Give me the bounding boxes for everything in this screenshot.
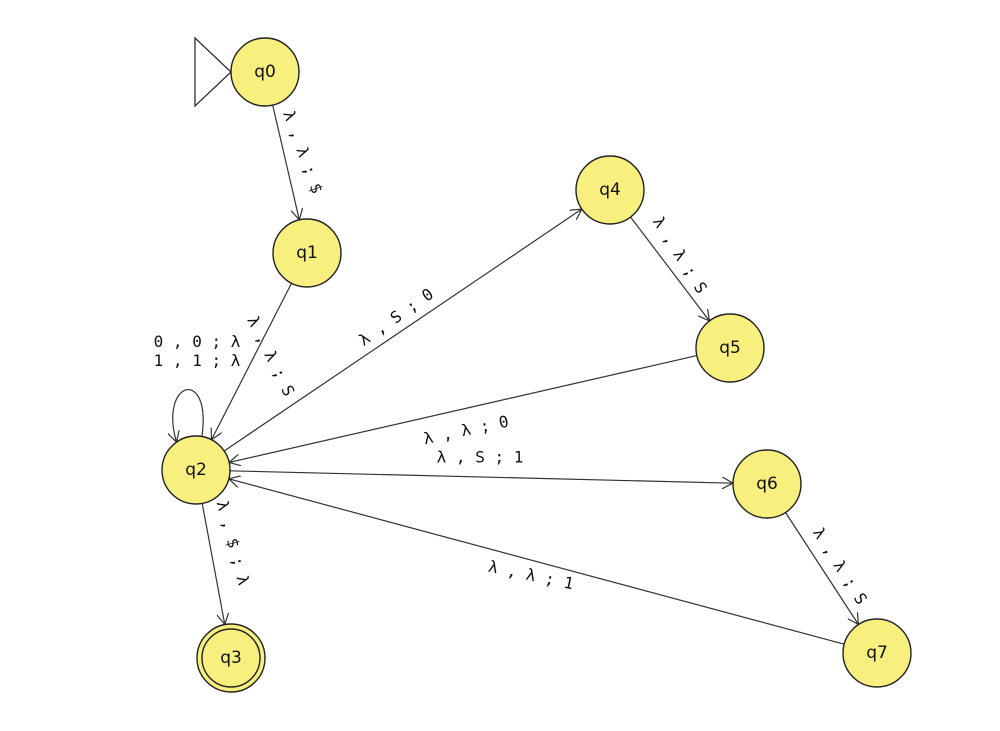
transition-edge <box>173 389 204 443</box>
transition-label-line: λ , S ; 1 <box>437 448 524 467</box>
transition-label: λ , λ ; $ <box>279 108 327 196</box>
transition-edge <box>272 104 300 220</box>
state-q1[interactable]: q1 <box>272 218 342 288</box>
state-q7[interactable]: q7 <box>842 618 912 688</box>
state-label: q7 <box>866 643 888 663</box>
state-q0[interactable]: q0 <box>230 37 300 107</box>
start-marker-layer <box>194 36 232 108</box>
state-circle <box>161 435 231 505</box>
transition-label-line: λ , λ ; 1 <box>487 557 576 594</box>
state-circle <box>842 618 912 688</box>
transition-label: λ , $ ; λ <box>213 499 254 588</box>
state-q2[interactable]: q2 <box>161 435 231 505</box>
transition-label-line: λ , $ ; λ <box>213 499 254 588</box>
state-circle <box>230 37 300 107</box>
state-label: q4 <box>599 180 621 200</box>
state-circle <box>575 155 645 225</box>
state-label: q1 <box>296 243 318 263</box>
state-q5[interactable]: q5 <box>695 313 765 383</box>
transition-labels-layer: λ , λ ; $λ , λ ; S0 , 0 ; λ1 , 1 ; λλ , … <box>154 108 871 608</box>
transition-edge <box>229 354 697 463</box>
transition-edge <box>229 479 845 645</box>
states-layer: q0 q1 q2 q3 q4 q5 q6 q7 <box>161 37 912 693</box>
state-circle <box>272 218 342 288</box>
state-circle <box>732 449 802 519</box>
transitions-layer <box>173 104 859 645</box>
transition-label-line: λ , λ ; S <box>649 213 711 297</box>
transition-label-line: λ , S ; 0 <box>355 284 437 349</box>
transition-label-line: 1 , 1 ; λ <box>154 351 241 370</box>
transition-label-line: λ , λ ; 0 <box>422 412 511 449</box>
state-label: q5 <box>719 338 741 358</box>
state-q4[interactable]: q4 <box>575 155 645 225</box>
transition-label: 0 , 0 ; λ1 , 1 ; λ <box>154 332 241 370</box>
state-circle <box>695 313 765 383</box>
start-state-marker-icon <box>194 36 232 108</box>
state-q6[interactable]: q6 <box>732 449 802 519</box>
state-label: q3 <box>220 648 242 668</box>
transition-label-line: 0 , 0 ; λ <box>154 332 241 351</box>
state-q3[interactable]: q3 <box>196 623 266 693</box>
transition-edge <box>223 209 582 452</box>
transition-edge <box>630 216 710 321</box>
transition-label: λ , λ ; S <box>243 313 298 399</box>
transition-label: λ , S ; 1 <box>437 448 524 467</box>
transition-label: λ , S ; 0 <box>355 284 437 349</box>
state-label: q6 <box>756 474 778 494</box>
transition-label: λ , λ ; S <box>649 213 711 297</box>
accept-state-ring <box>201 628 261 688</box>
transition-edge <box>785 512 859 624</box>
transition-label-line: λ , λ ; S <box>243 313 298 399</box>
state-label: q2 <box>185 460 207 480</box>
transition-edge <box>211 282 293 439</box>
transition-edge <box>229 470 733 483</box>
transition-label: λ , λ ; 1 <box>487 557 576 594</box>
transition-label: λ , λ ; 0 <box>422 412 511 449</box>
transition-edge <box>201 503 225 624</box>
state-label: q0 <box>254 62 276 82</box>
transition-label-line: λ , λ ; $ <box>279 108 327 196</box>
